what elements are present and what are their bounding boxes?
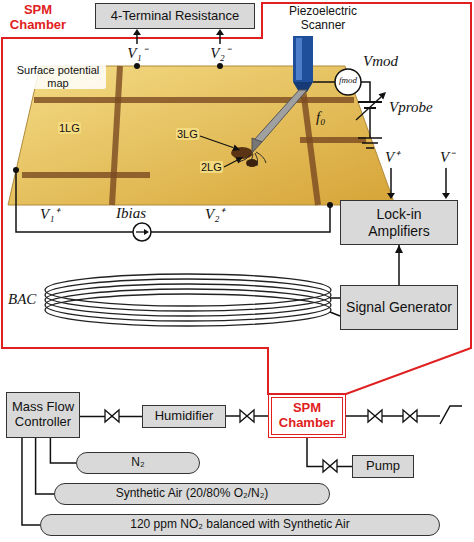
layer-label: 1LG	[58, 122, 81, 134]
bias-wire	[151, 205, 330, 232]
node-text: Lock-in Amplifiers	[345, 206, 453, 238]
current-arrow	[136, 231, 145, 232]
node-text: 4-Terminal Resistance	[111, 9, 240, 24]
controller-box: Mass Flow Controller	[6, 392, 80, 438]
gas-supply: 120 ppm NO₂ balanced with Synthetic Air	[40, 514, 440, 536]
variable-arrow	[356, 97, 381, 120]
instrument-box: Lock-in Amplifiers	[340, 200, 458, 245]
current-source	[133, 223, 151, 241]
signal-name: Ibias	[116, 206, 146, 222]
pump-box: Pump	[352, 455, 414, 478]
connector-line	[22, 438, 40, 525]
probe-wire	[361, 82, 370, 102]
battery-plate	[358, 101, 382, 103]
node-text: Signal Generator	[346, 299, 452, 315]
signal-arrow	[390, 168, 392, 193]
frequency-label: f₀	[316, 110, 325, 126]
chamber-outline	[2, 3, 471, 394]
instrument-box: 4-Terminal Resistance	[95, 3, 255, 29]
arrow-head	[379, 92, 387, 99]
arrow-head	[387, 193, 395, 199]
frequency-label: fmod	[336, 76, 360, 86]
field-label: BAC	[8, 292, 36, 308]
ac-source	[335, 69, 361, 95]
layer-label: 3LG	[176, 128, 199, 140]
connector-line	[50, 438, 76, 463]
arrow-head	[232, 144, 240, 151]
process-box: Humidifier	[142, 405, 226, 428]
chamber-label: SPM Chamber	[6, 3, 70, 33]
probe-wire	[369, 108, 371, 138]
ground-symbol	[358, 138, 382, 148]
signal-name: V⁺	[382, 150, 402, 166]
instrument-box: Signal Generator	[340, 285, 458, 330]
signal-name: Vmod	[363, 54, 398, 70]
field-lines	[239, 152, 266, 166]
leader-line	[224, 160, 237, 167]
piezo-scanner	[293, 36, 313, 82]
map-stripe	[22, 172, 150, 178]
probe-tip	[252, 138, 262, 153]
coil-turn	[45, 294, 331, 326]
signal-name: V₂⁺	[205, 207, 224, 223]
map-stripe	[112, 66, 120, 205]
contact-dot	[134, 63, 140, 69]
node-text: Humidifier	[155, 409, 214, 424]
coil-wire	[330, 298, 340, 316]
signal-arrow	[219, 34, 221, 44]
arrow-head	[133, 29, 141, 35]
valve-symbol	[368, 410, 382, 422]
map-stripe	[300, 137, 366, 143]
node-text: N₂	[131, 456, 144, 470]
arrow-head	[144, 229, 149, 235]
bias-wire	[16, 170, 133, 232]
arrow-head	[442, 193, 450, 199]
connector-line	[36, 438, 54, 494]
signal-arrow	[445, 168, 447, 193]
exhaust-line	[346, 415, 440, 417]
part-label: Piezoelectric Scanner	[268, 5, 378, 33]
valve-symbol	[323, 460, 337, 472]
signal-name: V₁⁻	[125, 46, 149, 62]
probe-wire	[313, 81, 335, 83]
map-label: Surface potential map	[10, 64, 106, 89]
valve-symbol	[240, 410, 254, 422]
gas-supply: N₂	[76, 452, 200, 474]
signal-name: Vprobe	[389, 100, 433, 116]
leader-line	[200, 136, 233, 148]
piezo-highlight	[296, 38, 302, 80]
cantilever	[254, 90, 307, 142]
node-text: Mass Flow Controller	[11, 400, 75, 430]
arrow-head	[235, 157, 243, 163]
check-valve	[440, 406, 462, 424]
node-text: Synthetic Air (20/80% O₂/N₂)	[116, 487, 269, 501]
node-text: Pump	[366, 459, 400, 474]
layer-label: 2LG	[200, 161, 223, 173]
arrow-head	[216, 29, 224, 35]
valve-symbol	[105, 410, 119, 422]
arrow-head	[395, 245, 403, 253]
gas-supply: Synthetic Air (20/80% O₂/N₂)	[54, 483, 330, 505]
signal-name: V₂⁻	[208, 46, 232, 62]
signal-arrow	[136, 34, 138, 44]
contact-dot	[217, 63, 223, 69]
signal-name: V⁻	[437, 150, 457, 166]
signal-name: V₁⁺	[40, 207, 59, 223]
node-text: SPM Chamber	[276, 401, 338, 431]
valve-symbol	[403, 410, 417, 422]
node-text: 120 ppm NO₂ balanced with Synthetic Air	[130, 518, 349, 532]
connector-line	[307, 438, 352, 467]
chamber-box: SPM Chamber	[268, 394, 346, 438]
